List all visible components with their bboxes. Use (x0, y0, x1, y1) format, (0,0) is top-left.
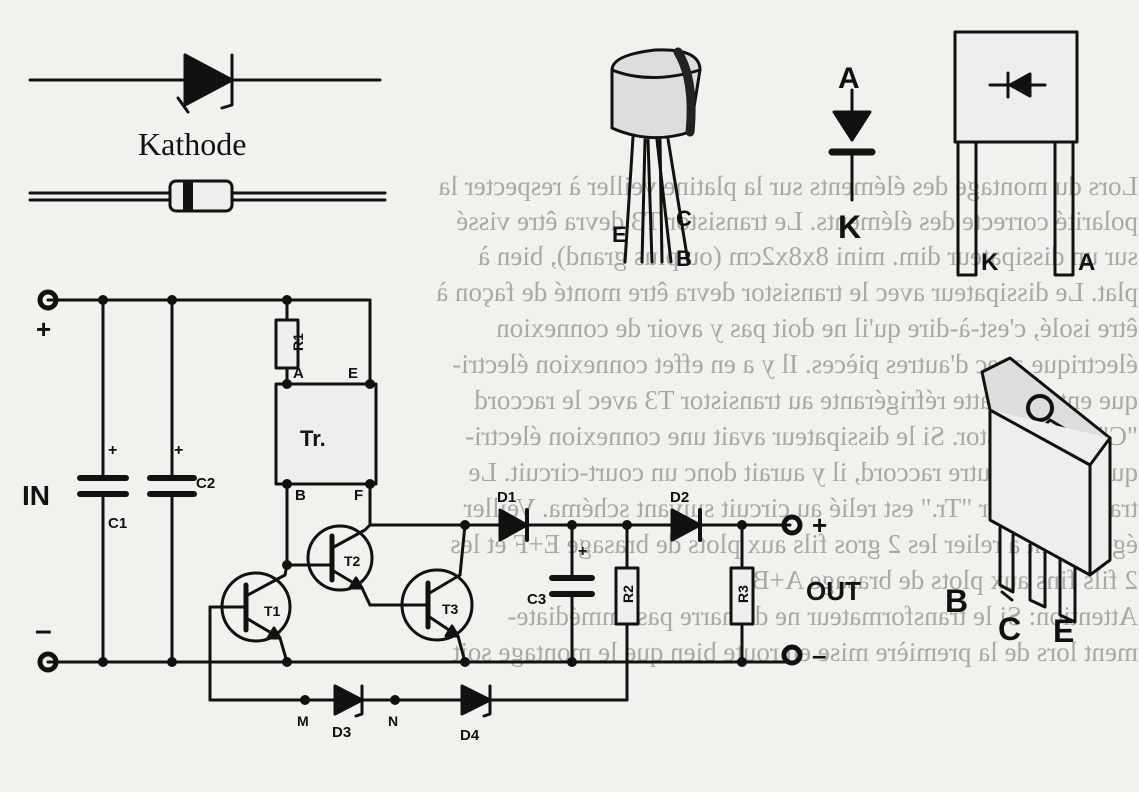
c2-plus: + (174, 442, 183, 459)
package-pin-k: K (981, 249, 999, 276)
in-label: IN (22, 480, 50, 511)
c3-label: C3 (527, 591, 546, 608)
d2-label: D2 (670, 489, 689, 506)
node-n-label: N (388, 713, 398, 729)
anode-label: A (838, 62, 860, 95)
r1-label: R1 (290, 333, 306, 351)
to220-pin-e: E (1053, 613, 1074, 649)
transformer-pin-f: F (354, 487, 363, 504)
c2-label: C2 (196, 475, 215, 492)
to92-transistor (610, 47, 702, 264)
to220-transistor (980, 356, 1112, 624)
to220-pin-b: B (945, 583, 968, 619)
out-minus: – (812, 640, 826, 670)
out-plus: + (812, 510, 827, 540)
diode-component (28, 179, 387, 213)
transformer-pin-e: E (348, 365, 358, 382)
transformer-label: Tr. (300, 426, 326, 451)
in-plus: + (36, 314, 51, 344)
cathode-label: K (838, 209, 861, 245)
t1-label: T1 (264, 603, 281, 619)
pin-label-b: B (676, 246, 692, 271)
diode-symbol-ak (828, 88, 876, 202)
diode-package (953, 30, 1079, 277)
transformer-pin-b: B (295, 487, 306, 504)
kathode-label: Kathode (138, 126, 246, 162)
d1-label: D1 (497, 489, 516, 506)
c3-plus: + (578, 543, 587, 560)
out-label: OUT (806, 576, 861, 606)
r2-label: R2 (620, 585, 636, 603)
d4-label: D4 (460, 727, 480, 744)
zener-diode-symbol (28, 53, 382, 114)
regulator-circuit (37, 289, 803, 718)
pin-label-e: E (612, 222, 627, 247)
r3-label: R3 (735, 585, 751, 603)
c1-label: C1 (108, 515, 127, 532)
package-pin-a: A (1078, 249, 1095, 276)
to220-pin-c: C (998, 611, 1021, 647)
t3-label: T3 (442, 601, 459, 617)
pin-label-c: C (676, 206, 692, 231)
in-minus: – (35, 614, 52, 647)
node-m-label: M (297, 713, 309, 729)
t2-label: T2 (344, 553, 361, 569)
c1-plus: + (108, 442, 117, 459)
transformer-pin-a: A (293, 365, 304, 382)
d3-label: D3 (332, 724, 351, 741)
